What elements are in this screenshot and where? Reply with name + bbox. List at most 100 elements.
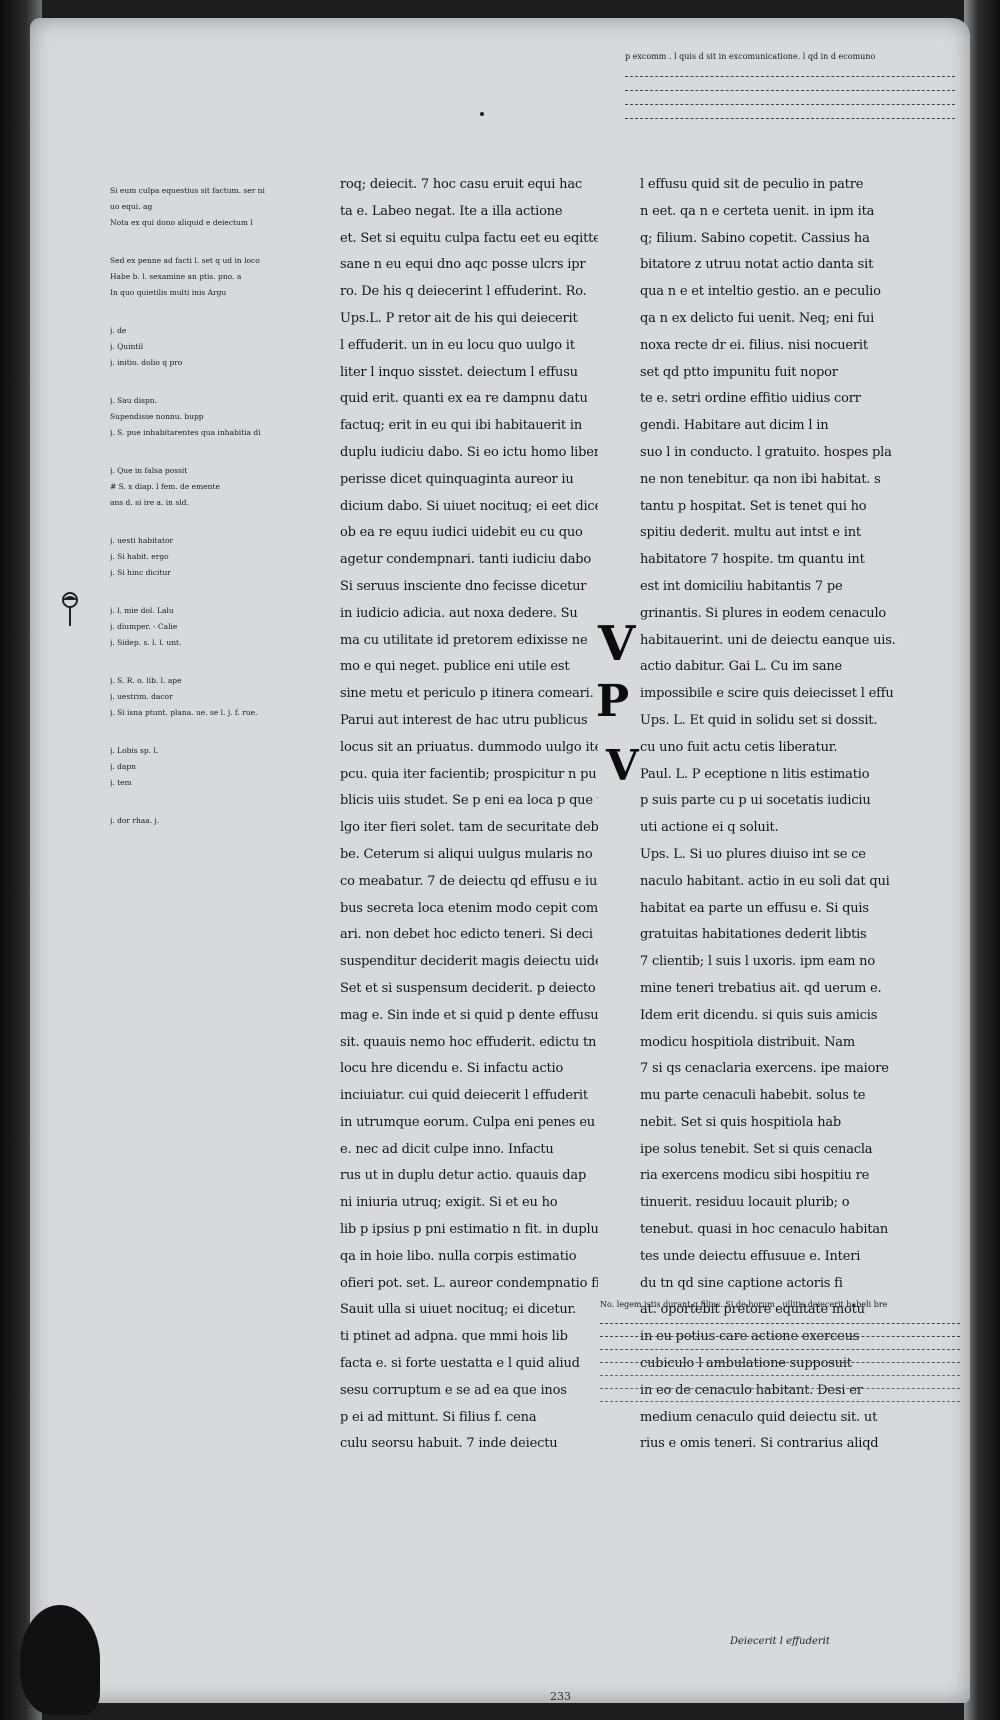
text-line: bitatore z utruu notat actio danta sit <box>640 257 874 273</box>
margin-note-line: # S. x diap. l fem. de emente <box>110 482 220 491</box>
text-line: qa n ex delicto fui uenit. Neq; eni fui <box>640 310 875 326</box>
text-line: medium cenaculo quid deiectu sit. ut <box>640 1409 878 1425</box>
gloss-scribble <box>600 1392 960 1402</box>
manuscript-page <box>30 18 970 1703</box>
text-line: gratuitas habitationes dederit libtis <box>640 927 867 943</box>
text-line: liter l inquo sisstet. deiectum l effusu <box>340 364 578 380</box>
text-line: Sauit ulla si uiuet nocituq; ei dicetur. <box>340 1302 577 1318</box>
text-line: set qd ptto impunitu fuit nopor <box>640 364 838 380</box>
text-line: l effusu quid sit de peculio in patre <box>640 177 864 192</box>
gloss-scribble <box>625 94 955 105</box>
text-line: culu seorsu habuit. 7 inde deiectu <box>340 1436 558 1452</box>
gloss-scribble <box>600 1379 960 1389</box>
margin-note-line: j. tem <box>110 778 132 787</box>
text-line: ofieri pot. set. L. aureor condempnatio … <box>340 1275 598 1291</box>
margin-note-line: j. Si habit. ergo <box>110 552 169 561</box>
text-line: at. oportebit pretore equitate motu <box>640 1302 865 1318</box>
text-line: naculo habitant. actio in eu soli dat qu… <box>640 873 890 889</box>
text-line: rus ut in duplu detur actio. quauis dap <box>340 1168 587 1184</box>
margin-note-line: j. initio. dolio q pro <box>110 358 183 367</box>
text-line: ta e. Labeo negat. Ite a illa actione <box>340 203 563 219</box>
text-line: tinuerit. residuu locauit plurib; o <box>640 1195 850 1211</box>
gloss-scribble <box>600 1353 960 1363</box>
text-line: quid erit. quanti ex ea re dampnu datu <box>340 391 588 407</box>
gloss-scribble <box>625 108 955 119</box>
margin-note-line: j. Si isna ptunt. plana. ue. se l. j. f.… <box>110 708 258 717</box>
text-line: locu hre dicendu e. Si infactu actio <box>340 1061 564 1077</box>
text-line: l effuderit. un in eu locu quo uulgo it <box>340 337 575 353</box>
gloss-scribble <box>625 80 955 91</box>
text-line: habitat ea parte un effusu e. Si quis <box>640 900 869 916</box>
gloss-scribble <box>600 1314 960 1324</box>
book-fore-edge <box>964 0 1000 1720</box>
margin-note-line: Supendisse nonnu. bupp <box>110 412 204 421</box>
text-line: perisse dicet quinquaginta aureor iu <box>340 471 574 487</box>
text-line: mu parte cenaculi habebit. solus te <box>640 1088 866 1104</box>
text-line: ne non tenebitur. qa non ibi habitat. s <box>640 471 881 487</box>
text-line: locus sit an priuatus. dummodo uulgo ite… <box>340 739 598 755</box>
text-line: du tn qd sine captione actoris fi <box>640 1275 843 1291</box>
text-line: Si seruus insciente dno fecisse dicetur <box>340 578 587 594</box>
text-line: Parui aut interest de hac utru publicus <box>340 712 588 728</box>
margin-note-line: j. Sau dispn. <box>110 396 157 405</box>
text-line: bus secreta loca etenim modo cepit come <box>340 900 598 916</box>
text-line: dicium dabo. Si uiuet nocituq; ei eet di… <box>340 498 598 514</box>
text-line: in eu potius care actione exerceus <box>640 1329 860 1345</box>
margin-note-line: j. uesti habitator <box>110 536 174 545</box>
text-line: co meabatur. 7 de deiectu qd effusu e iu… <box>340 873 598 889</box>
text-line: in iudicio adicia. aut noxa dedere. Su <box>340 605 578 621</box>
decorated-initial: P <box>596 676 630 727</box>
text-line: sine metu et periculo p itinera comeari. <box>340 686 594 702</box>
text-line: Ups. L. Si uo plures diuiso int se ce <box>640 846 866 862</box>
corner-stain <box>20 1605 100 1715</box>
text-line: Idem erit dicendu. si quis suis amicis <box>640 1007 878 1023</box>
text-line: lgo iter fieri solet. tam de securitate … <box>340 820 598 836</box>
text-line: agetur condempnari. tanti iudiciu dabo <box>340 552 592 568</box>
text-line: Set et si suspensum deciderit. p deiecto… <box>340 980 598 996</box>
gloss-scribble <box>600 1340 960 1350</box>
text-line: p ei ad mittunt. Si filius f. cena <box>340 1409 537 1425</box>
margin-note-line: j. de <box>110 326 127 335</box>
text-line: Ups.L. P retor ait de his qui deiecerit <box>340 310 578 326</box>
margin-note-line: ans d. si ire a. in sld. <box>110 498 189 507</box>
text-line: est int domiciliu habitantis 7 pe <box>640 578 843 594</box>
margin-note-line: j. diumper. - Calie <box>110 622 178 631</box>
text-line: sesu corruptum e se ad ea que inos <box>340 1382 567 1398</box>
text-line: habitauerint. uni de deiectu eanque uis.… <box>640 632 900 648</box>
top-gloss: p excomm . l quis d sit in excomunicatio… <box>625 52 955 122</box>
text-line: be. Ceterum si aliqui uulgus mularis no <box>340 846 593 862</box>
margin-note-line: j. Sidep. s. l. l. unt. <box>110 638 182 647</box>
text-line: ria exercens modicu sibi hospitiu re <box>640 1168 870 1184</box>
gloss-scribble <box>600 1327 960 1337</box>
text-line: Paul. L. P eceptione n litis estimatio <box>640 766 870 782</box>
text-line: actio dabitur. Gai L. Cu im sane <box>640 659 843 675</box>
margin-note-line: j. uestrim. dacor <box>110 692 173 701</box>
text-line: 7 si qs cenaclaria exercens. ipe maiore <box>640 1061 889 1077</box>
text-line: suo l in conducto. l gratuito. hospes pl… <box>640 444 892 460</box>
text-line: 7 clientib; l suis l uxoris. ipm eam no <box>640 954 875 970</box>
text-line: sane n eu equi dno aqc posse ulcrs ipr <box>340 257 586 273</box>
text-line: in utrumque eorum. Culpa eni penes eu <box>340 1114 595 1130</box>
gloss-scribble <box>625 66 955 77</box>
text-line: cu uno fuit actu cetis liberatur. <box>640 739 838 755</box>
text-line: habitatore 7 hospite. tm quantu int <box>640 552 865 568</box>
marginal-emblem-icon <box>62 592 78 626</box>
text-line: uti actione ei q soluit. <box>640 820 779 836</box>
text-line: nebit. Set si quis hospitiola hab <box>640 1114 842 1130</box>
text-line: Ups. L. Et quid in solidu set si dossit. <box>640 712 878 728</box>
text-line: tantu p hospitat. Set is tenet qui ho <box>640 498 867 514</box>
text-line: mo e qui neget. publice eni utile est <box>340 659 570 675</box>
text-line: ari. non debet hoc edicto teneri. Si dec… <box>340 927 593 943</box>
text-line: suspenditur deciderit magis deiectu uide… <box>340 954 598 970</box>
text-line: ro. De his q deiecerint l effuderint. Ro… <box>340 284 587 300</box>
margin-note-line: j. l. mie dol. Lalu <box>110 606 174 615</box>
text-line: ma cu utilitate id pretorem edixisse ne <box>340 632 588 648</box>
margin-note-line: Nota ex qui dono aliquid e deiectum l <box>110 218 253 227</box>
decorated-initial: V <box>598 616 636 672</box>
text-line: e. nec ad dicit culpe inno. Infactu <box>340 1141 554 1157</box>
left-margin-notes: Si eum culpa equestius sit factum. ser n… <box>110 186 330 832</box>
gloss-line: p excomm . l quis d sit in excomunicatio… <box>625 52 876 61</box>
text-line: lib p ipsius p pni estimatio n fit. in d… <box>340 1222 598 1238</box>
